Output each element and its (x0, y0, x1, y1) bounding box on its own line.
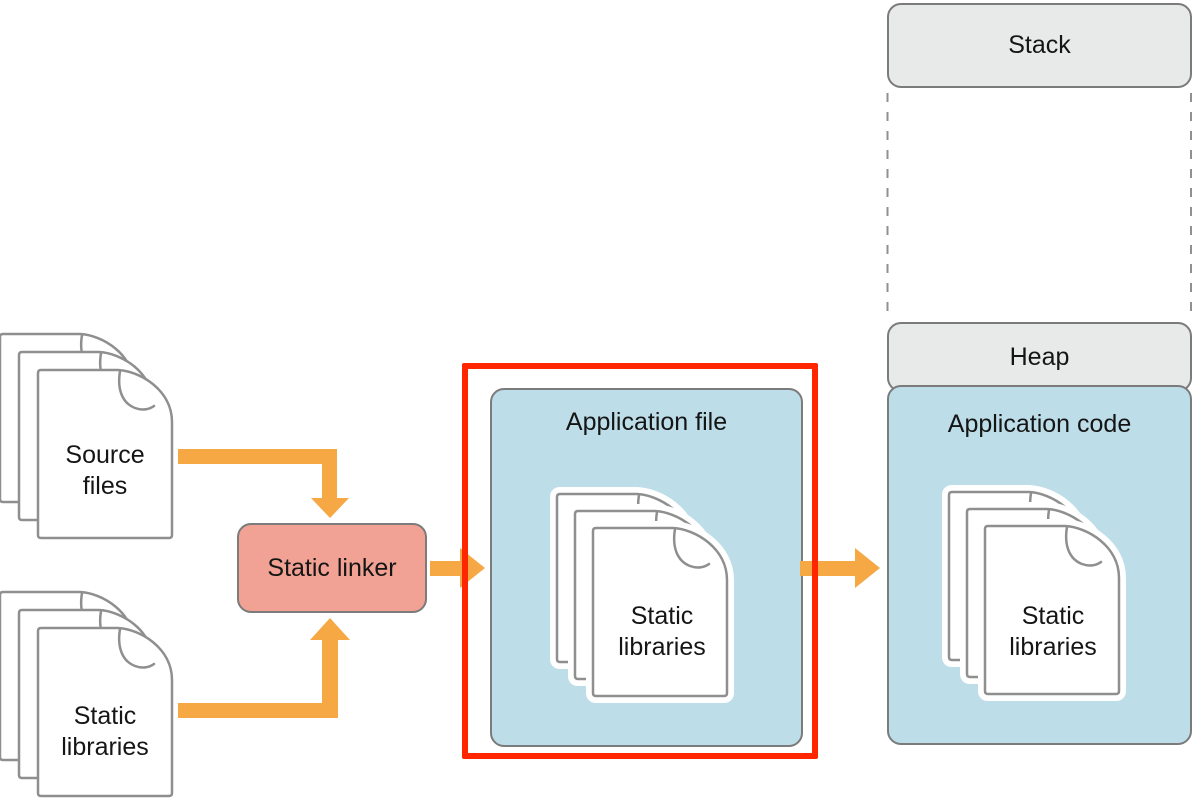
source-files-label: Source files (65, 441, 145, 500)
application-file-docs-label: Static libraries (618, 602, 706, 661)
application-code-title: Application code (947, 410, 1132, 438)
arrow-static-libraries-to-linker (178, 618, 350, 718)
static-libraries-doc-stack-icon (0, 590, 174, 798)
static-libraries-input-label: Static libraries (61, 702, 149, 761)
heap-label: Heap (1009, 342, 1070, 371)
stack-box: Stack (887, 3, 1192, 88)
heap-box: Heap (887, 322, 1192, 392)
arrow-source-files-to-linker (178, 449, 349, 518)
source-files-doc-stack-icon (0, 332, 174, 540)
static-linker-label: Static linker (267, 553, 397, 582)
static-linker-box: Static linker (237, 523, 427, 613)
application-file-highlight-frame (462, 363, 818, 759)
application-code-box: Application code (887, 385, 1192, 745)
application-file-title: Application file (565, 408, 728, 436)
stack-label: Stack (1008, 31, 1071, 59)
application-code-docs-label: Static libraries (1009, 602, 1097, 661)
